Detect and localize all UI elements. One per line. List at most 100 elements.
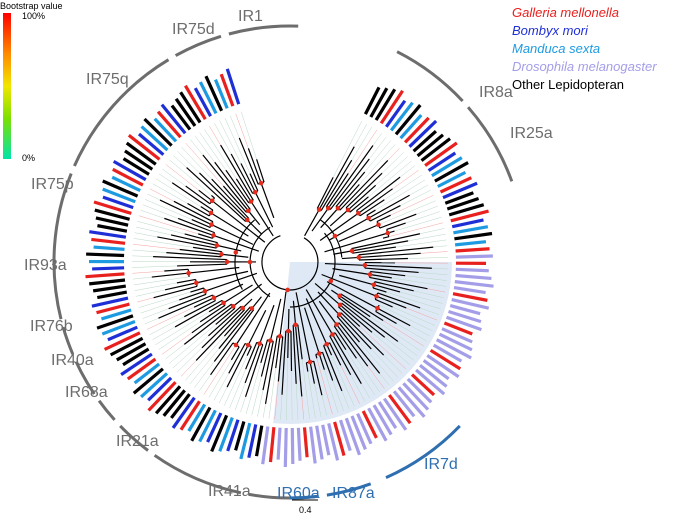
clade-arc — [153, 454, 242, 495]
tree-branch — [184, 300, 216, 318]
tree-branch — [177, 263, 228, 267]
tip-label-mark — [455, 273, 492, 281]
tip-label-mark — [454, 240, 487, 247]
legend-drosophila: Drosophila melanogaster — [512, 59, 657, 74]
bootstrap-node — [249, 306, 255, 311]
clade-label-ir75q: IR75q — [86, 71, 129, 88]
tree-branch — [368, 194, 410, 219]
tip-guide-line — [132, 270, 165, 274]
tip-guide-line — [408, 233, 446, 242]
tip-label-mark — [445, 315, 482, 332]
tree-branch — [176, 278, 196, 284]
tip-label-mark — [455, 267, 489, 273]
tip-guide-line — [368, 160, 412, 197]
tip-label-mark — [290, 427, 295, 465]
tree-branch — [230, 346, 240, 361]
tip-label-mark — [302, 427, 309, 458]
tip-guide-line — [409, 184, 429, 196]
tip-guide-line — [158, 321, 201, 350]
tree-branch — [201, 307, 244, 349]
bootstrap-node — [214, 243, 220, 248]
tip-label-mark — [419, 364, 448, 388]
tip-guide-line — [331, 355, 355, 407]
clade-arcs — [52, 24, 514, 500]
tree-branch — [184, 233, 218, 244]
tree-branch — [304, 307, 320, 354]
tip-label-mark — [86, 252, 125, 258]
tip-label-mark — [170, 393, 191, 419]
tip-guide-line — [321, 395, 328, 416]
tree-branch — [281, 330, 287, 395]
tree-branch — [379, 213, 417, 229]
tip-guide-line — [391, 277, 447, 287]
tree-branch — [338, 224, 379, 242]
bootstrap-node — [219, 251, 224, 257]
bootstrap-node — [316, 351, 322, 356]
tip-label-mark — [94, 208, 131, 221]
tip-guide-line — [144, 317, 159, 325]
tip-guide-line — [341, 390, 350, 409]
clade-label-ir68a: IR68a — [65, 384, 108, 401]
clade-arc — [396, 50, 464, 103]
tip-guide-line — [218, 386, 228, 404]
tip-guide-line — [372, 133, 382, 146]
tip-guide-line — [418, 272, 448, 276]
tip-guide-line — [132, 255, 154, 257]
tip-label-mark — [107, 325, 138, 342]
clade-arc — [74, 361, 96, 395]
tip-label-mark — [444, 191, 474, 205]
tip-label-mark — [254, 425, 264, 457]
tip-label-mark — [437, 170, 467, 188]
tip-label-mark — [321, 424, 331, 456]
bootstrap-node — [258, 180, 264, 186]
tree-branch — [247, 148, 262, 184]
tip-label-mark — [369, 87, 389, 118]
tip-guide-line — [406, 307, 438, 321]
tip-guide-line — [140, 209, 165, 219]
tip-guide-line — [168, 324, 216, 364]
bootstrap-node — [356, 210, 361, 216]
colorbar-title: Bootstrap value — [0, 1, 63, 11]
tip-label-mark — [101, 320, 136, 336]
tree-branch — [321, 352, 334, 381]
tree-branch — [170, 234, 217, 246]
tip-guide-line — [144, 199, 192, 220]
tip-label-mark — [170, 104, 192, 131]
tip-guide-line — [235, 113, 249, 149]
clade-label-ir87a: IR87a — [332, 485, 375, 502]
tree-branch — [374, 298, 393, 308]
tip-guide-line — [199, 132, 227, 171]
tree-branch — [183, 305, 234, 345]
tip-label-mark — [214, 78, 229, 109]
tip-guide-line — [155, 178, 201, 207]
tip-guide-line — [361, 383, 371, 399]
clade-label-ir21a: IR21a — [116, 433, 159, 450]
tree-branch — [254, 191, 274, 228]
tip-label-mark — [154, 385, 182, 415]
tree-branch — [211, 200, 266, 243]
tip-guide-line — [416, 205, 438, 215]
bootstrap-colorbar — [3, 13, 11, 159]
tree-branch — [211, 194, 215, 199]
tip-label-mark — [403, 116, 430, 144]
tree-branch — [211, 178, 250, 219]
tree-branch — [333, 250, 353, 255]
tree-branch — [386, 222, 406, 231]
tip-label-mark — [137, 132, 165, 156]
tree-branch — [218, 307, 253, 349]
tip-label-mark — [410, 373, 436, 397]
tip-guide-line — [198, 374, 211, 392]
tip-label-mark — [153, 117, 178, 143]
tree-branch — [185, 185, 211, 205]
tree-branch — [277, 336, 284, 382]
tree-branch — [359, 199, 385, 217]
bootstrap-node — [211, 233, 216, 238]
tree-branch — [223, 306, 251, 337]
tree-branch — [338, 322, 381, 374]
tip-label-mark — [261, 426, 270, 465]
tip-label-mark — [140, 125, 169, 152]
legend-bombyx: Bombyx mori — [512, 23, 588, 38]
tip-label-mark — [198, 409, 217, 443]
tree-branch — [191, 303, 232, 334]
